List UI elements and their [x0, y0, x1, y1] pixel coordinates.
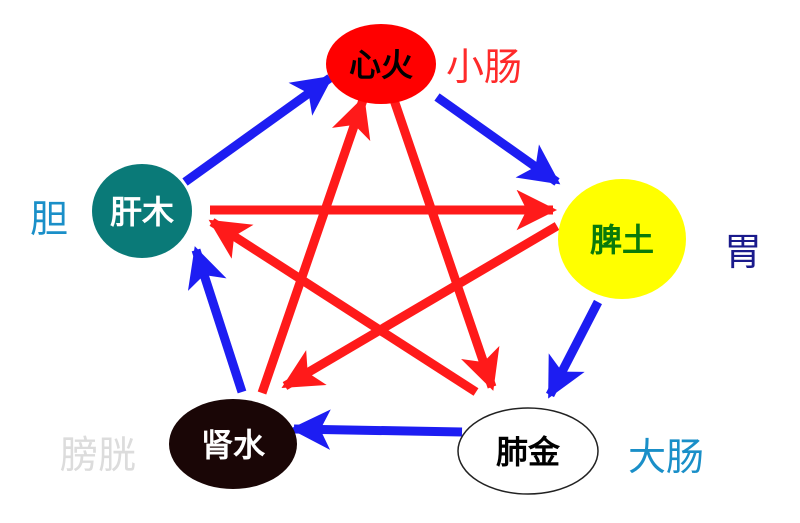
arrow-fire-to-metal — [389, 98, 500, 391]
generating-cycle — [182, 74, 602, 450]
metal-label: 肺金 — [496, 433, 561, 471]
arrow-water-to-fire — [257, 96, 371, 395]
node-metal: 肺金 — [457, 407, 599, 495]
overcoming-cycle — [208, 96, 560, 396]
fire-label: 心火 — [349, 46, 413, 84]
fire-circle — [326, 24, 436, 104]
organ-label-fire: 小肠 — [446, 45, 522, 89]
node-water: 肾水 — [169, 399, 297, 489]
organ-label-metal: 大肠 — [628, 435, 704, 479]
arrow-metal-to-wood — [208, 218, 479, 396]
node-wood: 肝木 — [92, 164, 192, 258]
organ-label-wood: 胆 — [30, 197, 68, 241]
organ-label-earth: 胃 — [724, 230, 762, 274]
arrow-metal-to-water — [289, 409, 463, 450]
water-circle — [169, 399, 297, 489]
earth-label: 脾土 — [590, 221, 654, 259]
earth-circle — [558, 179, 686, 299]
water-label: 肾水 — [201, 426, 266, 464]
organ-label-water: 膀胱 — [60, 433, 136, 477]
metal-circle — [457, 407, 599, 495]
arrow-earth-to-metal — [546, 299, 602, 399]
arrow-water-to-wood — [187, 246, 247, 394]
node-fire: 心火 — [326, 24, 436, 104]
arrow-fire-to-earth — [434, 93, 561, 186]
arrow-wood-to-fire — [182, 74, 334, 186]
node-earth: 脾土 — [558, 179, 686, 299]
wood-label: 肝木 — [110, 193, 174, 231]
wood-circle — [92, 164, 192, 258]
arrow-earth-to-water — [281, 222, 560, 390]
